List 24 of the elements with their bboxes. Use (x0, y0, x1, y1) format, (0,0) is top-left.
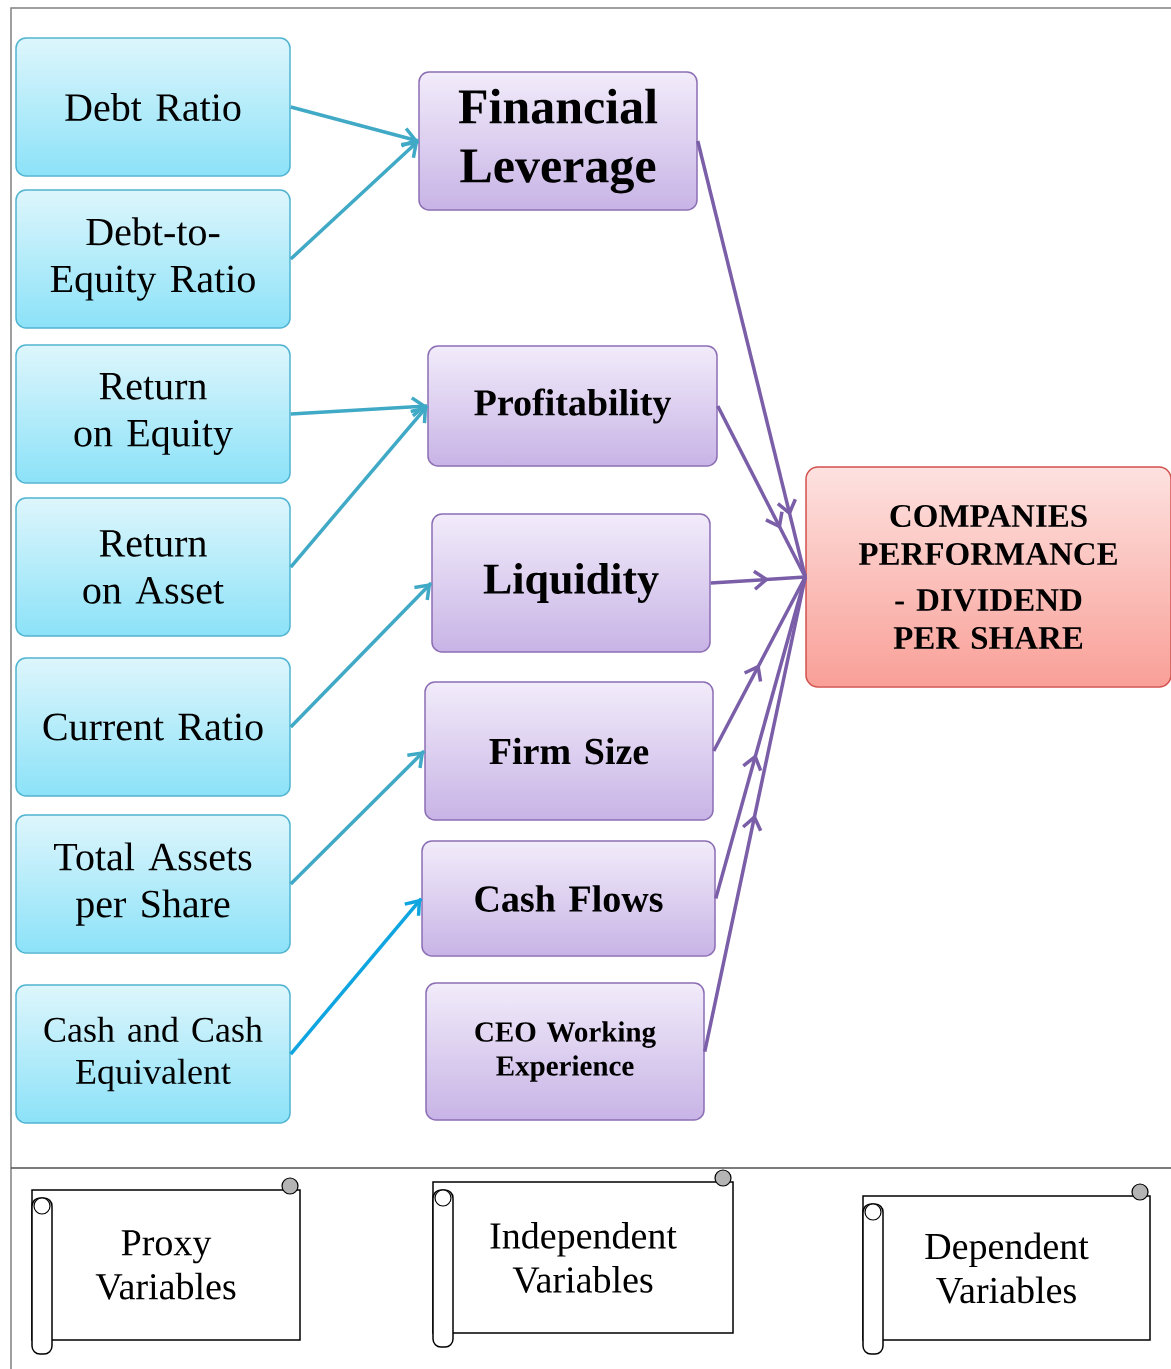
arrow (289, 897, 423, 1056)
scroll-label: Independent Variables (432, 1169, 734, 1348)
proxy-box: Debt-to-Equity Ratio (15, 189, 291, 329)
variable-box: Firm Size (424, 681, 714, 821)
variable-box: Liquidity (431, 513, 711, 653)
scroll-label: Dependent Variables (862, 1183, 1151, 1355)
arrow (290, 396, 428, 418)
arrow (290, 105, 419, 148)
outcome-box: COMPANIES PERFORMANCE - DIVIDEND PER SHARE (805, 466, 1171, 688)
arrow (289, 581, 433, 729)
variable-box: Financial Leverage (418, 71, 698, 211)
proxy-box: Return on Asset (15, 497, 291, 637)
arrow (289, 139, 420, 261)
variable-box: Profitability (427, 345, 718, 467)
proxy-box: Cash and Cash Equivalent (15, 984, 291, 1124)
variable-box: CEO Working Experience (425, 982, 705, 1121)
variable-box: Cash Flows (421, 840, 716, 957)
proxy-box: Return on Equity (15, 344, 291, 484)
proxy-box: Debt Ratio (15, 37, 291, 177)
arrow (289, 404, 429, 569)
scroll-label: Proxy Variables (31, 1177, 301, 1355)
proxy-box: Total Assets per Share (15, 814, 291, 954)
arrow (289, 749, 426, 886)
proxy-box: Current Ratio (15, 657, 291, 797)
